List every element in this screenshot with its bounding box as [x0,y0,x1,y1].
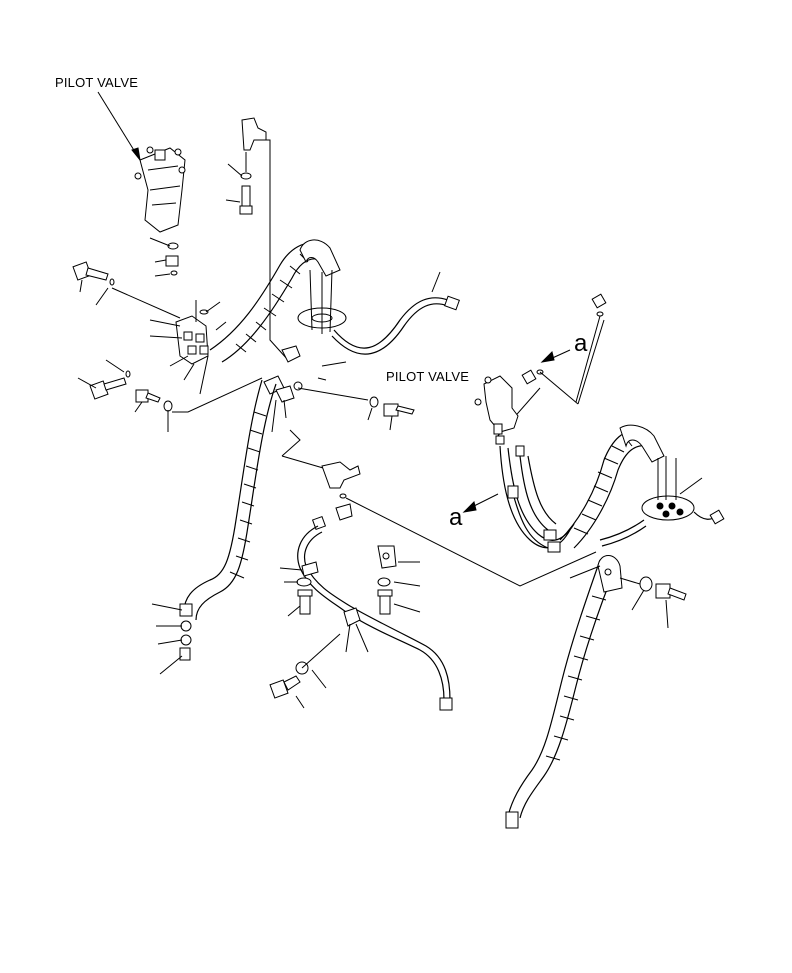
washer-icon [296,577,312,587]
leader-line [149,300,227,395]
hose-icon [601,525,647,547]
clamp-icon [301,561,361,627]
fitting-icon [507,485,561,553]
hose-icon [507,559,617,819]
leader-line [271,361,347,433]
leader-line [97,91,141,161]
hose-icon [209,239,341,363]
leader-line [569,565,669,629]
bolt-icon [383,403,415,417]
washer-icon [109,278,115,286]
fitting-icon [444,295,460,311]
bracket-icon [297,269,347,334]
arrow-icon [462,501,477,513]
bolt-icon [655,583,687,601]
detail-a-label-top: a [574,330,588,357]
hose-icon [183,379,277,621]
fitting-icon [165,242,179,276]
washer-icon [125,370,131,378]
pilot-valve-left-body [134,146,186,233]
bolt-icon [72,261,161,403]
leader-line [77,279,169,432]
hose-icon [333,297,449,349]
leader-line [345,497,597,587]
washer-icon [240,172,252,180]
fitting-icon [439,697,453,711]
pilot-valve-left-label: PILOT VALVE [55,75,139,90]
arrow-icon [540,351,555,363]
bracket-icon [641,456,695,521]
leader-line [301,633,341,669]
fitting-icon [709,509,725,525]
leader-line [172,377,263,413]
manifold-block [175,309,209,365]
leader-line [393,561,421,613]
leader-line [266,139,289,361]
washer-icon [369,396,379,408]
leader-line [111,287,181,319]
bolt-icon [377,589,393,615]
leader-line [431,271,441,293]
pilot-valve-right-body [474,375,525,457]
leader-line [367,407,393,431]
leader-line [225,152,247,203]
washer-icon [163,400,173,412]
leader-line [679,477,703,495]
hose-icon [331,303,449,355]
pilot-valve-right-label: PILOT VALVE [386,369,470,384]
leader-line [295,669,327,709]
leader-line [539,371,579,405]
detail-a-label-bottom: a [449,504,463,531]
washer-icon [377,577,391,587]
arrow-icon [131,147,141,162]
fitting-icon [311,503,353,531]
hose-icon [297,525,451,701]
fitting-icon [505,811,519,829]
bolt-icon [297,589,313,615]
fitting-icon [179,603,193,661]
clamp-icon [597,555,623,593]
fitting-icon [521,293,607,385]
leader-line [281,429,331,471]
bracket-icon [241,117,267,151]
clamp-icon [377,545,397,569]
leader-line [279,567,369,653]
washer-icon [639,576,653,592]
hose-icon [599,519,645,541]
bracket-icon [321,461,361,499]
hose-icon [559,424,665,549]
leader-line [149,237,171,277]
clamp-icon [263,345,303,403]
bolt-icon [269,675,301,699]
bolt-icon [239,185,253,215]
leader-line [575,315,605,405]
leader-line [297,387,369,401]
leader-line [151,603,183,675]
